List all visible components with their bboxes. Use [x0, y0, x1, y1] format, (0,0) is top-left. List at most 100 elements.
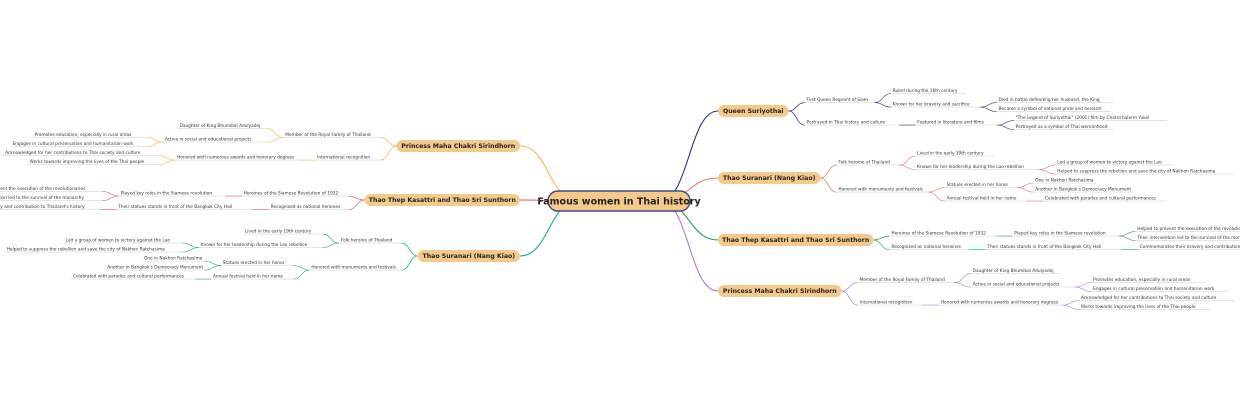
node-led-a-group-of-women-to-victory-against-[interactable]: Led a group of women to victory against … — [66, 237, 171, 243]
branch-title: Thao Suranari (Nang Kiao) — [723, 175, 816, 182]
link-one-in-nakhon-ratchasima — [1016, 182, 1034, 188]
node-played-key-roles-in-the-siamese-revoluti[interactable]: Played key roles in the Siamese revoluti… — [121, 190, 213, 196]
node-celebrated-with-parades-and-cultural-per[interactable]: Celebrated with parades and cultural per… — [73, 273, 185, 279]
node-works-towards-improving-the-lives-of-the[interactable]: Works towards improving the lives of the… — [1081, 304, 1196, 310]
node-honored-with-monuments-and-festivals[interactable]: Honored with monuments and festivals — [838, 186, 923, 192]
node-the-legend-of-suriyothai-2001-film-by-ch[interactable]: "The Legend of Suriyothai" (2001) film b… — [1016, 115, 1150, 121]
node-folk-heroine-of-thailand[interactable]: Folk heroine of Thailand — [341, 237, 393, 243]
node-commemorates-their-bravery-and-contribut[interactable]: Commemorates their bravery and contribut… — [0, 204, 85, 210]
node-one-in-nakhon-ratchasima[interactable]: One in Nakhon Ratchasima — [144, 255, 203, 261]
branch-kasatri-left[interactable]: Thao Thep Kasattri and Thao Sri Sunthorn — [364, 194, 520, 206]
node-member-of-the-royal-family-of-thailand[interactable]: Member of the Royal Family of Thailand — [860, 277, 946, 283]
node-daughter-of-king-bhumibol-adulyadej[interactable]: Daughter of King Bhumibol Adulyadej — [180, 123, 261, 129]
node-their-intervention-led-to-the-survival-o[interactable]: Their intervention led to the survival o… — [1136, 235, 1240, 241]
node-folk-heroine-of-thailand[interactable]: Folk heroine of Thailand — [838, 159, 890, 165]
node-helped-to-suppress-the-rebellion-and-sav[interactable]: Helped to suppress the rebellion and sav… — [1057, 168, 1215, 174]
branch-title: Thao Suranari (Nang Kiao) — [423, 253, 516, 260]
node-honored-with-monuments-and-festivals[interactable]: Honored with monuments and festivals — [311, 264, 396, 270]
node-heroines-of-the-siamese-revolution-of-19[interactable]: Heroines of the Siamese Revolution of 19… — [891, 230, 986, 236]
link-daughter-of-king-bhumibol-adulyadej — [267, 128, 284, 138]
node-first-queen-regnant-of-siam[interactable]: First Queen Regnant of Siam — [807, 97, 868, 103]
link-annual-festival-held-in-her-name — [293, 269, 310, 280]
node-recognized-as-national-heroines[interactable]: Recognized as national heroines — [271, 204, 341, 210]
root-node[interactable]: Famous women in Thai history — [537, 190, 701, 212]
node-became-a-symbol-of-national-pride-and-he[interactable]: Became a symbol of national pride and he… — [999, 106, 1102, 112]
node-promotes-education-especially-in-rural-a[interactable]: Promotes education, especially in rural … — [35, 132, 133, 138]
link-international-recognition — [841, 290, 858, 306]
node-celebrated-with-parades-and-cultural-per[interactable]: Celebrated with parades and cultural per… — [1045, 195, 1157, 201]
node-international-recognition[interactable]: International recognition — [860, 299, 913, 305]
link-promotes-education-especially-in-rural-a — [146, 137, 164, 143]
node-honored-with-numerous-awards-and-honorar[interactable]: Honored with numerous awards and honorar… — [941, 299, 1059, 305]
node-lived-in-the-early-19th-century[interactable]: Lived in the early 19th century — [245, 228, 312, 234]
branch-sirindhorn-left[interactable]: Princess Maha Chakri Sirindhorn — [396, 140, 520, 152]
node-led-a-group-of-women-to-victory-against-[interactable]: Led a group of women to victory against … — [1057, 159, 1162, 165]
branch-sirindhorn[interactable]: Princess Maha Chakri Sirindhorn — [718, 285, 842, 297]
node-active-in-social-and-educational-project[interactable]: Active in social and educational project… — [973, 281, 1060, 287]
branch-kasatri[interactable]: Thao Thep Kasattri and Thao Sri Sunthorn — [718, 234, 874, 246]
root-title: Famous women in Thai history — [537, 196, 701, 207]
link-died-in-battle-defending-her-husband-the — [980, 102, 997, 108]
link-honored-with-monuments-and-festivals — [401, 255, 418, 271]
node-works-towards-improving-the-lives-of-the[interactable]: Works towards improving the lives of the… — [30, 159, 145, 165]
node-statues-erected-in-her-honor[interactable]: Statues erected in her honor — [223, 260, 285, 266]
node-honored-with-numerous-awards-and-honorar[interactable]: Honored with numerous awards and honorar… — [177, 154, 295, 160]
node-annual-festival-held-in-her-name[interactable]: Annual festival held in her name — [213, 273, 283, 279]
node-heroines-of-the-siamese-revolution-of-19[interactable]: Heroines of the Siamese Revolution of 19… — [244, 190, 339, 196]
branch-title: Thao Thep Kasattri and Thao Sri Sunthorn — [722, 237, 869, 244]
node-portrayed-as-a-symbol-of-thai-womanhood[interactable]: Portrayed as a symbol of Thai womanhood — [1016, 124, 1108, 130]
branch-suranari[interactable]: Thao Suranari (Nang Kiao) — [718, 172, 821, 184]
node-recognized-as-national-heroines[interactable]: Recognized as national heroines — [891, 244, 961, 250]
node-annual-festival-held-in-her-name[interactable]: Annual festival held in her name — [947, 195, 1017, 201]
node-another-in-bangkok-s-democracy-monument[interactable]: Another in Bangkok's Democracy Monument — [1035, 186, 1131, 192]
node-their-statues-stands-in-front-of-the-ban[interactable]: Their statues stands in front of the Ban… — [117, 204, 232, 210]
node-lived-in-the-early-19th-century[interactable]: Lived in the early 19th century — [917, 150, 984, 156]
node-member-of-the-royal-family-of-thailand[interactable]: Member of the Royal Family of Thailand — [285, 132, 371, 138]
node-their-intervention-led-to-the-survival-o[interactable]: Their intervention led to the survival o… — [0, 195, 84, 201]
link-portrayed-as-a-symbol-of-thai-womanhood — [997, 124, 1014, 130]
link-known-for-her-leadership-during-the-lao- — [322, 242, 340, 248]
link-first-queen-regnant-of-siam — [788, 102, 805, 112]
node-played-key-roles-in-the-siamese-revoluti[interactable]: Played key roles in the Siamese revoluti… — [1014, 230, 1106, 236]
branch-suranari-left[interactable]: Thao Suranari (Nang Kiao) — [417, 250, 520, 262]
node-active-in-social-and-educational-project[interactable]: Active in social and educational project… — [165, 136, 252, 142]
link-statues-erected-in-her-honor — [928, 187, 945, 193]
node-their-statues-stands-in-front-of-the-ban[interactable]: Their statues stands in front of the Ban… — [986, 244, 1101, 250]
link-statues-erected-in-her-honor — [293, 265, 310, 271]
link-ruled-during-the-16th-century — [874, 93, 892, 103]
node-ruled-during-the-16th-century[interactable]: Ruled during the 16th century — [893, 88, 958, 94]
branch-title: Queen Suriyothai — [723, 108, 784, 115]
node-known-for-her-bravery-and-sacrifice[interactable]: Known for her bravery and sacrifice — [893, 101, 970, 107]
node-daughter-of-king-bhumibol-adulyadej[interactable]: Daughter of King Bhumibol Adulyadej — [973, 268, 1054, 274]
node-one-in-nakhon-ratchasima[interactable]: One in Nakhon Ratchasima — [1035, 177, 1094, 183]
node-portrayed-in-thai-history-and-culture[interactable]: Portrayed in Thai history and culture — [807, 119, 886, 125]
link-led-a-group-of-women-to-victory-against- — [182, 242, 200, 248]
node-engages-in-cultural-preservation-and-hum[interactable]: Engages in cultural preservation and hum… — [12, 141, 134, 147]
branch-title: Thao Thep Kasattri and Thao Sri Sunthorn — [369, 197, 516, 204]
node-featured-in-literature-and-films[interactable]: Featured in literature and films — [917, 119, 984, 125]
node-engages-in-cultural-preservation-and-hum[interactable]: Engages in cultural preservation and hum… — [1093, 286, 1215, 292]
branch-box — [718, 105, 789, 117]
node-promotes-education-especially-in-rural-a[interactable]: Promotes education, especially in rural … — [1093, 277, 1191, 283]
branch-queen[interactable]: Queen Suriyothai — [718, 105, 789, 117]
node-commemorates-their-bravery-and-contribut[interactable]: Commemorates their bravery and contribut… — [1140, 244, 1240, 250]
node-helped-to-prevent-the-execution-of-the-r[interactable]: Helped to prevent the execution of the r… — [1137, 226, 1240, 232]
link-annual-festival-held-in-her-name — [928, 191, 945, 202]
link-daughter-of-king-bhumibol-adulyadej — [954, 273, 971, 283]
node-acknowledged-for-her-contributions-to-th[interactable]: Acknowledged for her contributions to Th… — [5, 150, 141, 156]
link-helped-to-prevent-the-execution-of-the-r — [102, 191, 120, 197]
node-helped-to-suppress-the-rebellion-and-sav[interactable]: Helped to suppress the rebellion and sav… — [7, 246, 165, 252]
link-folk-heroine-of-thailand — [401, 242, 418, 257]
node-known-for-her-leadership-during-the-lao-[interactable]: Known for her leadership during the Lao … — [917, 164, 1024, 170]
link-recognized-as-national-heroines — [873, 239, 890, 250]
node-died-in-battle-defending-her-husband-the[interactable]: Died in battle defending her husband, th… — [999, 97, 1100, 103]
node-international-recognition[interactable]: International recognition — [317, 154, 370, 160]
mindmap-nodes: Famous women in Thai history Queen Suriyo… — [0, 88, 1240, 310]
node-another-in-bangkok-s-democracy-monument[interactable]: Another in Bangkok's Democracy Monument — [107, 264, 203, 270]
node-known-for-her-leadership-during-the-lao-[interactable]: Known for her leadership during the Lao … — [201, 242, 308, 248]
link-honored-with-monuments-and-festivals — [820, 177, 837, 193]
node-helped-to-prevent-the-execution-of-the-r[interactable]: Helped to prevent the execution of the r… — [0, 186, 86, 192]
link-queen — [659, 110, 719, 202]
node-statues-erected-in-her-honor[interactable]: Statues erected in her honor — [947, 182, 1009, 188]
node-acknowledged-for-her-contributions-to-th[interactable]: Acknowledged for her contributions to Th… — [1081, 295, 1217, 301]
